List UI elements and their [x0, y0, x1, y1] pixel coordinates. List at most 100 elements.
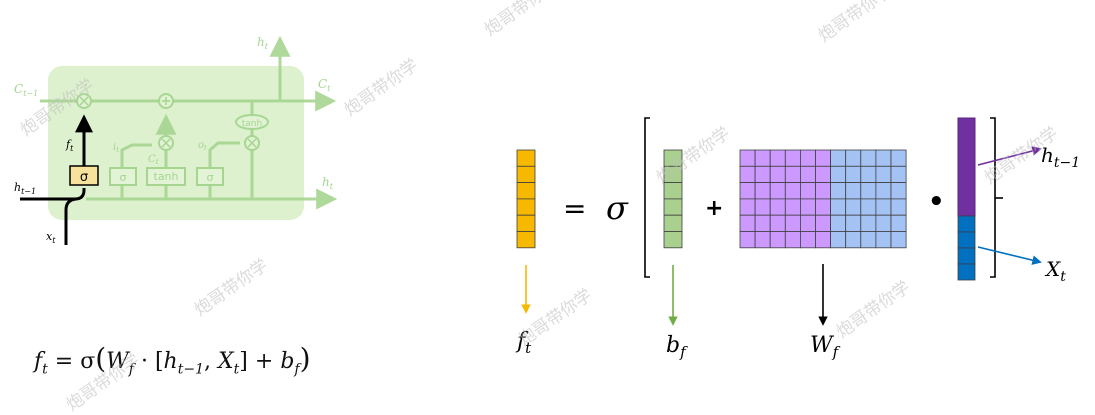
w-matrix-cell: [845, 182, 862, 200]
w-matrix-cell: [769, 198, 786, 216]
w-matrix-cell: [890, 198, 907, 216]
w-matrix-cell: [800, 182, 816, 200]
w-matrix-cell: [754, 149, 771, 167]
w-matrix-cell: [754, 182, 771, 200]
w-matrix-cell: [845, 214, 862, 232]
b-vector-cell: [663, 182, 683, 200]
w-matrix-cell: [815, 182, 832, 200]
f-vector-cell: [516, 198, 536, 216]
w-matrix-cell: [875, 198, 892, 216]
output-sigma-text: σ: [207, 171, 214, 184]
lstm-cell-diagram: σ tanh σ tanh Ct−1 Ct ht ht it Ct ot σ f…: [14, 35, 338, 245]
f-vector-cell: [516, 149, 536, 167]
w-matrix-cell: [800, 165, 816, 184]
plus-sign: +: [705, 196, 723, 221]
x-input-label: xt: [46, 230, 56, 245]
b-vector-cell: [663, 214, 683, 232]
w-matrix-cell: [769, 214, 786, 232]
left-bracket: [644, 117, 650, 278]
w-matrix-cell: [769, 182, 786, 200]
w-matrix-cell: [875, 149, 892, 167]
w-matrix-cell: [830, 231, 847, 249]
w-matrix-cell: [754, 231, 771, 249]
sigma-symbol: σ: [606, 189, 629, 227]
f-gate-label: ft: [65, 138, 74, 153]
o-gate-label: ot: [198, 140, 207, 152]
w-matrix-cell: [875, 214, 892, 232]
tanh-oval: [235, 114, 269, 130]
h-prev-label-right: ht−1: [1041, 143, 1080, 171]
w-matrix-cell: [815, 198, 832, 216]
f-vector-cell: [516, 182, 536, 200]
w-matrix-cell: [784, 149, 801, 167]
c-tilde-label: Ct: [148, 154, 159, 166]
w-matrix-cell: [800, 149, 816, 167]
concat-bottom-cell: [957, 231, 976, 249]
w-matrix-cell: [860, 182, 877, 200]
w-matrix-cell: [860, 231, 877, 249]
w-matrix-cell: [830, 165, 847, 184]
w-matrix-cell: [784, 231, 801, 249]
w-matrix-cell: [784, 214, 801, 232]
w-matrix-cell: [860, 165, 877, 184]
w-matrix-cell: [769, 231, 786, 249]
w-matrix-cell: [739, 198, 756, 216]
forget-sigma-text: σ: [80, 170, 88, 185]
f-vector: [516, 149, 536, 249]
w-matrix-cell: [860, 149, 877, 167]
x-label-right: Xt: [1044, 257, 1066, 285]
w-matrix-cell: [890, 214, 907, 232]
w-matrix-cell: [845, 231, 862, 249]
b-vector-cell: [663, 149, 683, 167]
b-vector-cell: [663, 165, 683, 184]
tanh-box: [146, 167, 186, 186]
w-matrix-cell: [830, 214, 847, 232]
matrix-equation: = σ + • ft bf Wf ht−1 Xt: [515, 117, 1080, 361]
concat-bottom-cell: [957, 247, 976, 265]
w-matrix-cell: [739, 149, 756, 167]
forget-gate-formula: ft = σ(Wf · [ht−1, Xt] + bf): [34, 342, 311, 378]
w-matrix-cell: [845, 165, 862, 184]
c-next-label: Ct: [318, 77, 331, 93]
dot-operator: •: [928, 187, 945, 217]
w-matrix-cell: [754, 214, 771, 232]
concat-bottom-cell: [957, 215, 976, 233]
concat-bottom-cell: [957, 263, 976, 281]
w-matrix-cell: [875, 231, 892, 249]
equals-sign: =: [563, 192, 586, 225]
h-right-label: ht: [322, 175, 334, 191]
w-matrix-cell: [860, 198, 877, 216]
right-bracket: [990, 117, 996, 278]
w-matrix-cell: [860, 214, 877, 232]
f-vector-cell: [516, 165, 536, 184]
h-top-label: ht: [257, 35, 269, 51]
concat-top-block: [957, 117, 976, 217]
tanh-box-text: tanh: [154, 170, 179, 183]
i-gate-label: it: [113, 142, 119, 154]
h-prev-arrow: [977, 146, 1042, 166]
w-matrix-cell: [800, 198, 816, 216]
w-matrix-cell: [830, 149, 847, 167]
w-matrix: [739, 149, 907, 249]
w-matrix-cell: [739, 165, 756, 184]
input-sigma-box: [109, 167, 137, 186]
b-vector-label: bf: [666, 333, 688, 361]
w-matrix-cell: [769, 165, 786, 184]
w-matrix-cell: [845, 198, 862, 216]
c-prev-label: Ct−1: [14, 82, 38, 98]
output-sigma-box: [196, 167, 224, 186]
w-matrix-cell: [784, 165, 801, 184]
w-matrix-cell: [739, 214, 756, 232]
b-vector: [663, 149, 683, 249]
w-matrix-cell: [815, 231, 832, 249]
w-matrix-cell: [800, 214, 816, 232]
w-matrix-cell: [800, 231, 816, 249]
w-matrix-cell: [815, 149, 832, 167]
h-prev-label: ht−1: [14, 181, 36, 196]
w-matrix-cell: [815, 165, 832, 184]
b-vector-cell: [663, 198, 683, 216]
w-matrix-cell: [769, 149, 786, 167]
w-matrix-cell: [875, 182, 892, 200]
w-matrix-cell: [830, 182, 847, 200]
w-matrix-cell: [754, 165, 771, 184]
